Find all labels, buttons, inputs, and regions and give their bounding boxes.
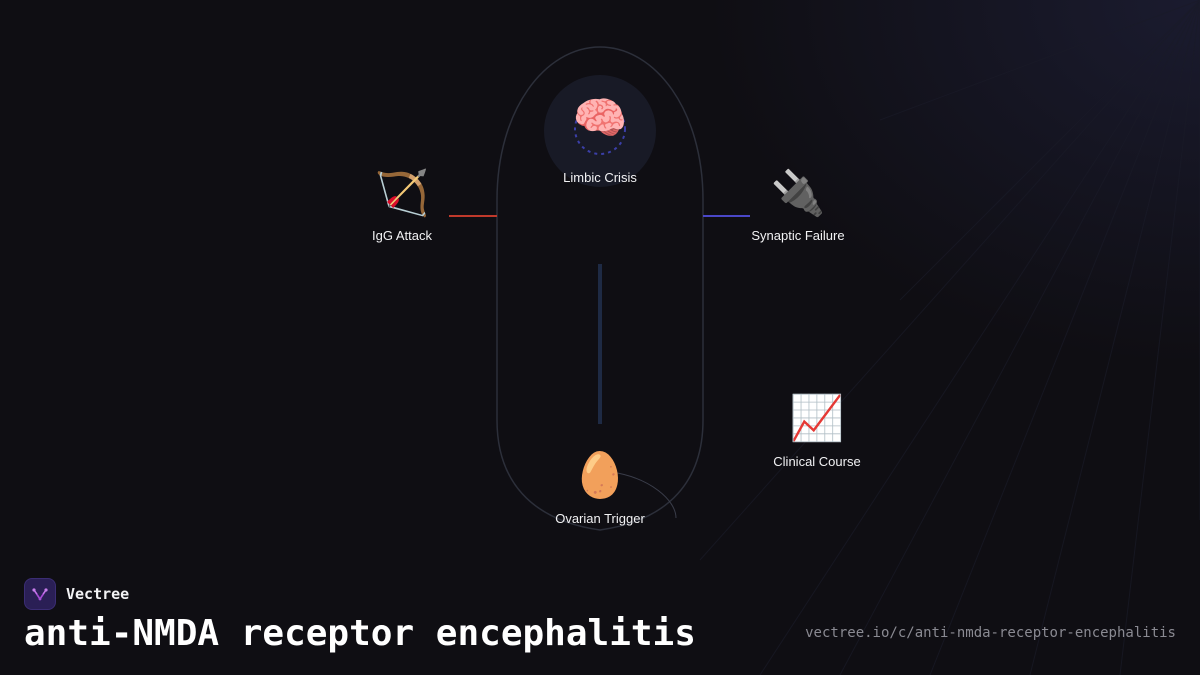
node-label: Clinical Course	[773, 454, 861, 469]
center-glow	[544, 75, 656, 187]
chart-increasing-icon: 📈	[789, 394, 845, 443]
node-label: Limbic Crisis	[563, 170, 637, 185]
bottom-curve	[611, 471, 677, 519]
egg-icon: 🥚	[572, 451, 628, 500]
node-synaptic-failure[interactable]: 🔌 Synaptic Failure	[718, 168, 878, 244]
node-igg-attack[interactable]: 🏹 IgG Attack	[322, 168, 482, 244]
node-limbic-crisis[interactable]: 🧠 Limbic Crisis	[520, 93, 680, 193]
brain-icon: 🧠	[572, 94, 628, 143]
pill-outline	[496, 46, 704, 531]
page-title: anti-NMDA receptor encephalitis	[24, 613, 696, 654]
brand[interactable]: Vectree	[24, 577, 129, 611]
node-label: Ovarian Trigger	[555, 511, 645, 526]
node-clinical-course[interactable]: 📈 Clinical Course	[737, 393, 897, 470]
dotted-ring	[574, 103, 626, 155]
electric-plug-icon: 🔌	[770, 169, 826, 218]
vectree-logo-icon	[24, 578, 56, 610]
brand-name: Vectree	[66, 585, 130, 603]
node-label: IgG Attack	[372, 228, 432, 243]
node-ovarian-trigger[interactable]: 🥚 Ovarian Trigger	[520, 450, 680, 527]
node-label: Synaptic Failure	[751, 228, 845, 243]
bow-and-arrow-icon: 🏹	[374, 169, 430, 218]
source-url[interactable]: vectree.io/c/anti-nmda-receptor-encephal…	[805, 625, 1176, 641]
